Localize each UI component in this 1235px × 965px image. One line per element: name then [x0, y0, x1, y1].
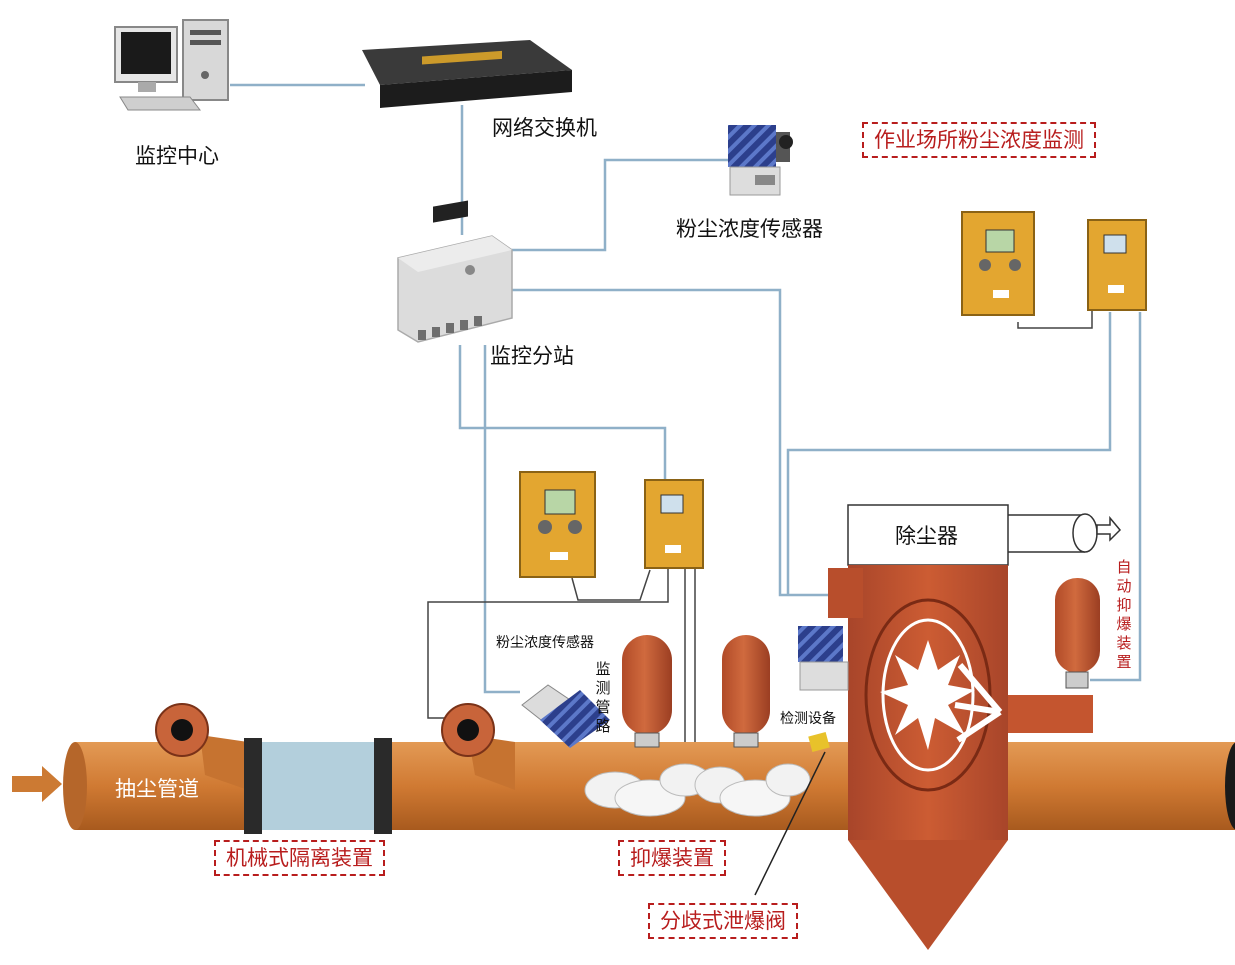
- duct-label: 抽尘管道: [115, 777, 199, 801]
- switch-icon: [362, 40, 572, 108]
- cabinet-large-top: [961, 211, 1035, 316]
- wiring: [230, 83, 1142, 694]
- isolation-device: [244, 738, 392, 834]
- flange-valve-left: [155, 703, 209, 757]
- computer-icon: [114, 19, 229, 111]
- network-switch-label: 网络交换机: [492, 116, 597, 140]
- signal-wires: [427, 305, 1093, 745]
- dust-sensor-mid-label: 粉尘浓度传感器: [496, 635, 594, 651]
- suppression-tank-2: [694, 635, 811, 817]
- sub-station-icon: [397, 200, 513, 343]
- cabinet-small-mid: [644, 479, 704, 569]
- auto-suppress-label: 自动抑爆装置: [1116, 558, 1132, 671]
- pipe-sensor-icon: [521, 684, 610, 748]
- monitor-center-label: 监控中心: [135, 144, 219, 168]
- cabinet-large-mid: [519, 471, 596, 578]
- monitor-pipe-label: 监测管路: [595, 660, 611, 735]
- cabinet-small-top: [1087, 219, 1147, 311]
- detector-label: 检测设备: [780, 711, 836, 727]
- isolation-callout: 机械式隔离装置: [214, 840, 385, 876]
- dust-sensor-top-label: 粉尘浓度传感器: [676, 217, 823, 241]
- flange-valve-right: [441, 703, 495, 757]
- dust-collector: [798, 504, 1122, 950]
- sensor-icon: [728, 125, 793, 196]
- suppression-callout: 抑爆装置: [618, 840, 726, 876]
- sub-station-label: 监控分站: [490, 344, 574, 368]
- workplace-monitor-callout: 作业场所粉尘浓度监测: [862, 122, 1096, 158]
- arrow-icon: [12, 766, 62, 802]
- dust-collector-label: 除尘器: [895, 524, 958, 548]
- detector-icon: [754, 731, 830, 896]
- suppression-tank-1: [584, 635, 711, 817]
- vent-valve-callout: 分歧式泄爆阀: [648, 903, 798, 939]
